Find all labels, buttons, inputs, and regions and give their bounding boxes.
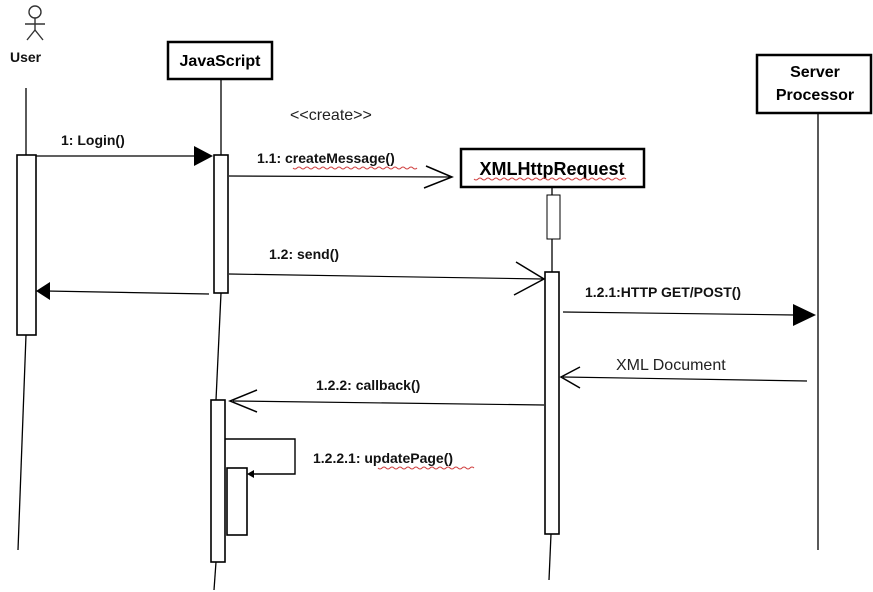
user-actor [25, 5, 45, 41]
user-lifeline-bottom [17, 334, 27, 551]
create-stereotype: <<create>> [290, 107, 372, 124]
javascript-self-activation [226, 467, 248, 536]
message-create: 1.1: createMessage() [228, 150, 454, 189]
xhr-activation-create [546, 194, 561, 240]
message-update-page: 1.2.2.1: updatePage() [225, 438, 475, 478]
javascript-label: JavaScript [180, 53, 262, 70]
spell-underline [292, 166, 418, 170]
lifelines [17, 80, 819, 591]
server-object: Server Processor [755, 53, 873, 115]
callback-arrowhead [228, 389, 258, 413]
send-line [228, 273, 544, 280]
http-line [562, 311, 796, 316]
callback-label: 1.2.2: callback() [316, 377, 420, 393]
callback-line [232, 400, 545, 406]
http-label: 1.2.1:HTTP GET/POST() [585, 284, 741, 300]
javascript-activation-1 [213, 154, 229, 294]
actor-leg-right [34, 29, 44, 41]
user-activation [16, 154, 37, 336]
activations [16, 154, 561, 563]
http-arrowhead [793, 304, 816, 326]
send-label: 1.2: send() [269, 246, 339, 262]
javascript-lifeline-bottom [213, 561, 217, 591]
message-login: 1: Login() [36, 132, 213, 166]
message-callback: 1.2.2: callback() [228, 377, 545, 413]
xhr-object: XMLHttpRequest [459, 147, 646, 189]
spell-underline [377, 466, 475, 470]
create-arrowhead [423, 165, 454, 189]
javascript-box [166, 40, 274, 81]
create-label: 1.1: createMessage() [257, 150, 395, 166]
update-page-arrowhead [247, 470, 254, 478]
javascript-lifeline-mid [215, 292, 222, 401]
javascript-object: JavaScript [166, 40, 274, 81]
message-send: 1.2: send() [228, 246, 546, 296]
message-http: 1.2.1:HTTP GET/POST() [562, 284, 816, 326]
update-page-line [225, 438, 296, 475]
server-box [755, 53, 873, 115]
xhr-lifeline-bottom [548, 533, 552, 581]
xml-line [562, 376, 808, 382]
login-arrowhead [194, 146, 213, 166]
server-label-line2: Processor [776, 87, 854, 104]
send-arrowhead [513, 261, 546, 296]
xhr-box [459, 147, 646, 189]
server-label-line1: Server [790, 64, 840, 81]
xhr-activation [544, 271, 560, 535]
create-line [228, 175, 451, 178]
xml-label: XML Document [616, 357, 726, 374]
message-return-user [36, 282, 210, 300]
return-line [45, 290, 210, 295]
actor-head [28, 5, 42, 19]
xml-arrowhead [559, 366, 581, 389]
message-xml-document: XML Document [559, 357, 808, 389]
xhr-label: XMLHttpRequest [480, 159, 625, 179]
javascript-activation-2 [210, 399, 226, 563]
login-label: 1: Login() [61, 132, 125, 148]
actor-leg-left [26, 29, 36, 41]
return-arrowhead [36, 282, 50, 300]
spell-underline [473, 177, 627, 181]
update-page-label: 1.2.2.1: updatePage() [313, 450, 453, 466]
user-label: User [10, 49, 42, 65]
